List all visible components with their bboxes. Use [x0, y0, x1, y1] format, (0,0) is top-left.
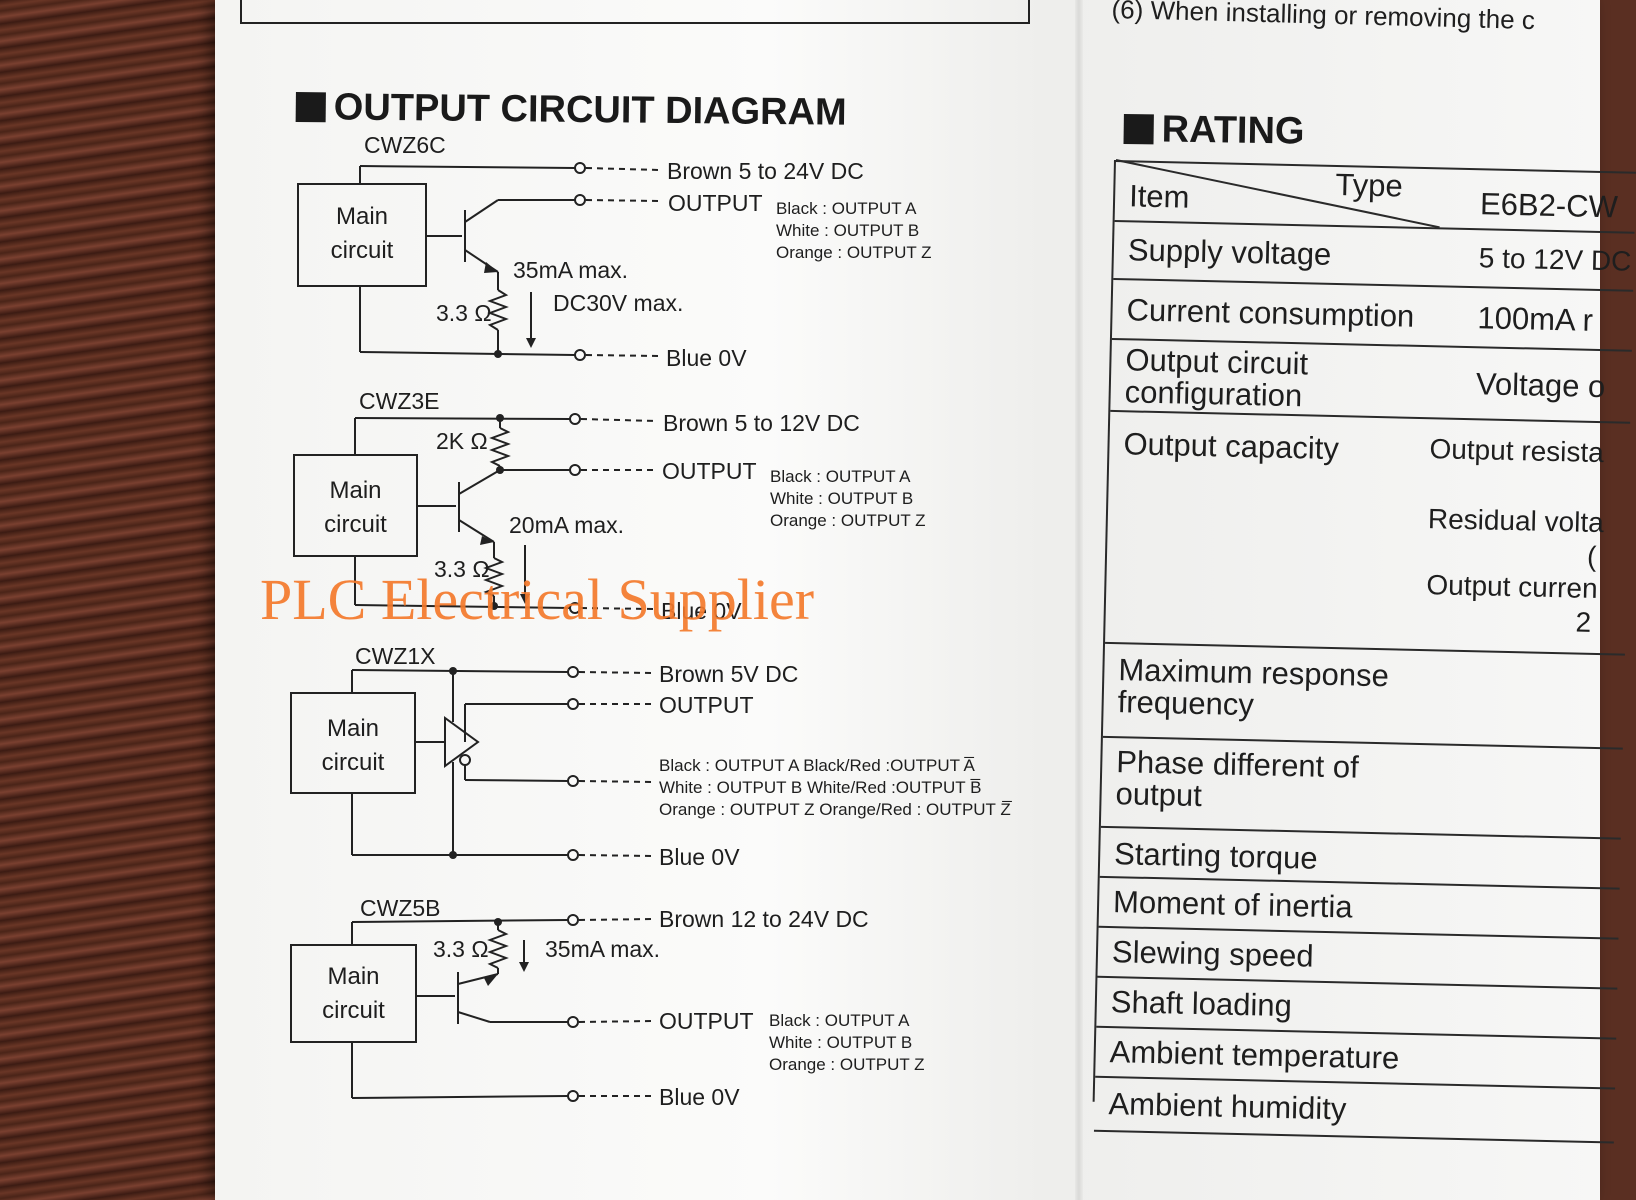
- cwz3e-supply-label: Brown 5 to 12V DC: [663, 410, 860, 436]
- cwz5b-current-label: 35mA max.: [545, 936, 661, 962]
- header-diagonal-line: [1115, 159, 1440, 229]
- cwz3e-pullup-label: 2K Ω: [436, 428, 488, 454]
- cwz1x-wire-colors: Black : OUTPUT A Black/Red :OUTPUT A̅Whi…: [659, 756, 1011, 819]
- cwz3e-output-label: OUTPUT: [662, 458, 757, 484]
- header-item: Item: [1128, 178, 1190, 215]
- cwz1x-ground-label: Blue 0V: [659, 844, 740, 870]
- cwz1x-supply-label: Brown 5V DC: [659, 661, 799, 687]
- row-item: Maximum response frequency: [1117, 652, 1390, 723]
- row-item: Output capacity: [1123, 426, 1340, 467]
- rating-title: RATING: [1123, 108, 1305, 154]
- row-value: 100mA r: [1477, 300, 1594, 338]
- row-item: Ambient temperature: [1109, 1034, 1400, 1076]
- rating-title-text: RATING: [1161, 108, 1305, 153]
- square-bullet-icon: [1123, 113, 1154, 145]
- cwz6c-supply-label: Brown 5 to 24V DC: [667, 158, 864, 184]
- rating-row-output-capacity: Output capacity Output resista Residual …: [1105, 411, 1631, 656]
- previous-section-box: [240, 0, 1030, 24]
- row-value-residual: Residual volta: [1427, 503, 1605, 539]
- header-type: Type: [1335, 166, 1404, 204]
- rating-header-row: Item Type E6B2-CW: [1114, 159, 1636, 234]
- row-value-current: Output curren: [1426, 569, 1598, 605]
- rating-row-output-circuit: Output circuit configuration Voltage o: [1110, 339, 1632, 424]
- cwz5b-resistor-label: 3.3 Ω: [433, 936, 489, 962]
- row-item: Current consumption: [1126, 292, 1415, 334]
- watermark: PLC Electrical Supplier: [260, 567, 815, 632]
- cwz5b-ground-label: Blue 0V: [659, 1084, 740, 1110]
- row-item: Phase different of output: [1115, 744, 1360, 814]
- row-value: Voltage o: [1475, 366, 1606, 405]
- cwz3e-ground-label: Blue 0V: [661, 598, 742, 624]
- cwz5b-supply-label: Brown 12 to 24V DC: [659, 906, 869, 932]
- cwz6c-voltage-label: DC30V max.: [553, 290, 684, 316]
- cwz6c-current-label: 35mA max.: [513, 257, 629, 283]
- cwz5b-main-circuit-box: [290, 944, 417, 1043]
- cwz6c-resistor-label: 3.3 Ω: [436, 300, 492, 326]
- cwz1x-model-label: CWZ1X: [355, 643, 436, 669]
- row-value: Output resista: [1429, 433, 1605, 469]
- row-value-paren: (: [1586, 540, 1597, 572]
- header-model: E6B2-CW: [1479, 186, 1619, 225]
- wood-table-background: [0, 0, 240, 1200]
- row-item: Output circuit configuration: [1124, 342, 1309, 414]
- cwz6c-output-label: OUTPUT: [668, 190, 763, 216]
- cwz3e-current-label: 20mA max.: [509, 512, 625, 538]
- row-item: Starting torque: [1113, 836, 1318, 876]
- row-value-fragment: 2: [1575, 606, 1592, 638]
- rating-table: Item Type E6B2-CW Supply voltage 5 to 12…: [1092, 159, 1636, 1144]
- cwz5b-model-label: CWZ5B: [360, 895, 441, 921]
- row-item: Ambient humidity: [1108, 1086, 1347, 1127]
- paper-fold: [1075, 0, 1083, 1200]
- cwz6c-model-label: CWZ6C: [364, 132, 446, 158]
- row-item: Slewing speed: [1111, 934, 1315, 974]
- cwz3e-model-label: CWZ3E: [359, 388, 440, 414]
- rating-row-max-response: Maximum response frequency: [1102, 643, 1625, 750]
- rating-row-phase-difference: Phase different of output: [1100, 737, 1623, 840]
- cwz1x-output-label: OUTPUT: [659, 692, 754, 718]
- cwz5b-output-label: OUTPUT: [659, 1008, 754, 1034]
- row-item: Supply voltage: [1127, 232, 1332, 272]
- row-item: Shaft loading: [1110, 984, 1293, 1024]
- circuit-diagram-lines: [290, 162, 661, 1102]
- cwz6c-ground-label: Blue 0V: [666, 345, 747, 371]
- row-item: Moment of inertia: [1112, 884, 1354, 925]
- row-value: 5 to 12V DC: [1478, 242, 1632, 277]
- manual-sheet: [215, 0, 1600, 1200]
- cwz3e-resistor-label: 3.3 Ω: [434, 556, 490, 582]
